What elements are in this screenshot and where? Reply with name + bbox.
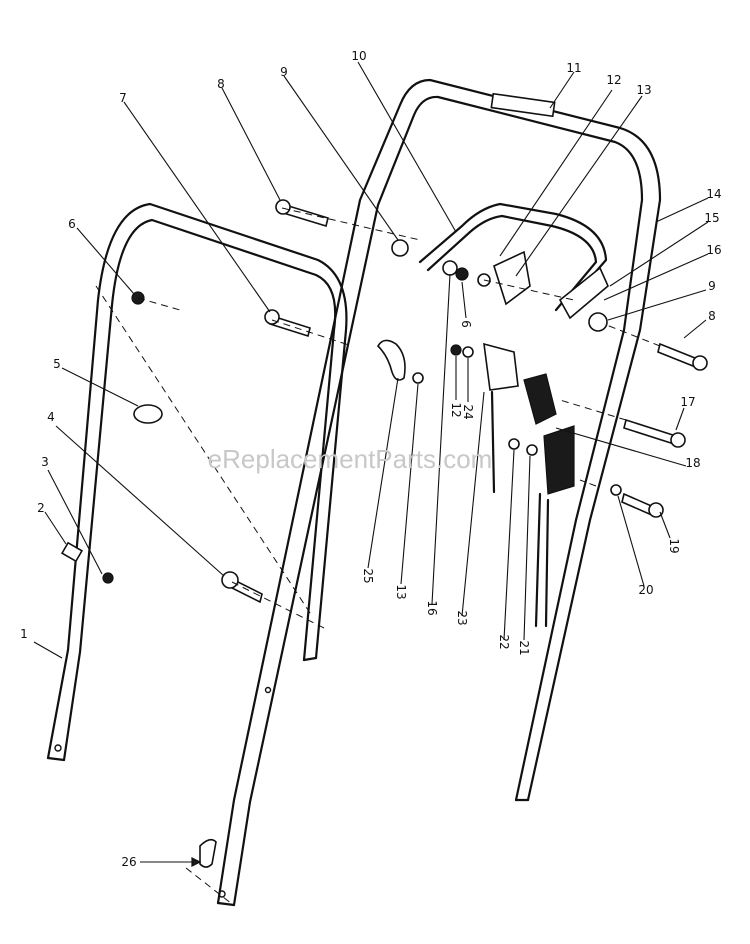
assembly-lines xyxy=(95,207,661,905)
callout-8: 8 xyxy=(217,77,225,91)
callout-25: 25 xyxy=(361,568,375,583)
callout-3: 3 xyxy=(41,455,49,469)
leader-lines xyxy=(33,61,709,867)
callout-12b: 12 xyxy=(449,402,463,417)
callout-4: 4 xyxy=(47,410,55,424)
callout-20: 20 xyxy=(638,583,653,597)
callout-17: 17 xyxy=(680,395,695,409)
callout-7: 7 xyxy=(119,91,127,105)
callout-5: 5 xyxy=(53,357,61,371)
callout-19: 19 xyxy=(667,538,681,553)
callout-9: 9 xyxy=(280,65,288,79)
callout-18: 18 xyxy=(685,456,700,470)
callout-15: 15 xyxy=(704,211,719,225)
callout-9b: 9 xyxy=(708,279,716,293)
callout-6b: 6 xyxy=(459,320,473,328)
callout-10: 10 xyxy=(351,49,366,63)
callout-22: 22 xyxy=(497,634,511,649)
callout-12: 12 xyxy=(606,73,621,87)
callout-2: 2 xyxy=(37,501,45,515)
callout-8b: 8 xyxy=(708,309,716,323)
lower-handle xyxy=(46,202,348,762)
callout-16: 16 xyxy=(706,243,721,257)
control-bail xyxy=(418,202,608,312)
callout-11: 11 xyxy=(566,61,581,75)
callout-24: 24 xyxy=(461,404,475,419)
callout-6: 6 xyxy=(68,217,76,231)
callout-23: 23 xyxy=(455,610,469,625)
callout-1: 1 xyxy=(20,627,28,641)
callout-13: 13 xyxy=(636,83,651,97)
hardware-parts xyxy=(60,199,708,868)
callout-26: 26 xyxy=(121,855,136,869)
callout-labels: 1 2 3 4 5 6 7 8 9 10 11 12 13 14 15 16 9… xyxy=(20,49,721,869)
callout-16b: 16 xyxy=(425,600,439,615)
callout-14: 14 xyxy=(706,187,721,201)
callout-21: 21 xyxy=(517,640,531,655)
callout-13b: 13 xyxy=(394,584,408,599)
watermark: eReplacementParts.com xyxy=(208,444,493,474)
